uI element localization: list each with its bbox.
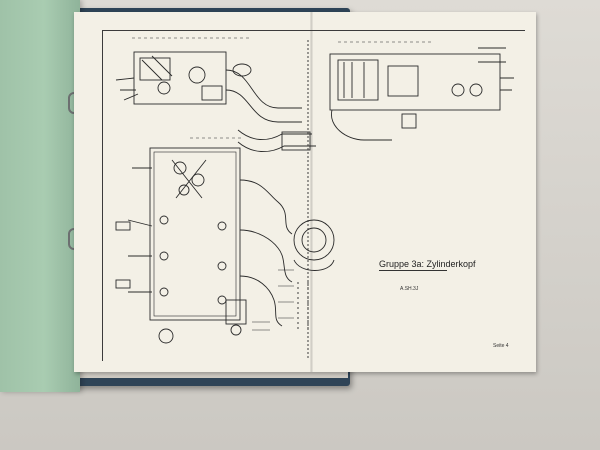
drawing-title-caption: Gruppe 3a: Zylinderkopf — [379, 259, 499, 271]
caption-underline — [379, 270, 447, 271]
longitudinal-section-view — [307, 40, 514, 360]
paper-fold-crease — [310, 12, 313, 372]
manifold-pipe — [237, 129, 316, 152]
cylinder-head-technical-drawing — [115, 37, 514, 360]
flange-detail — [293, 219, 335, 330]
caption-subtitle: A.SH.3J — [400, 286, 419, 292]
upper-section-view — [115, 51, 302, 123]
green-divider-sheet — [0, 0, 80, 392]
page-number: Seite 4 — [493, 343, 509, 349]
part-number-callouts — [132, 37, 432, 331]
fold-out-drawing-sheet — [74, 12, 536, 372]
cylinder-head-plan-view — [115, 147, 293, 344]
drawing-frame — [102, 30, 525, 361]
caption-title: Gruppe 3a: Zylinderkopf — [379, 259, 476, 269]
